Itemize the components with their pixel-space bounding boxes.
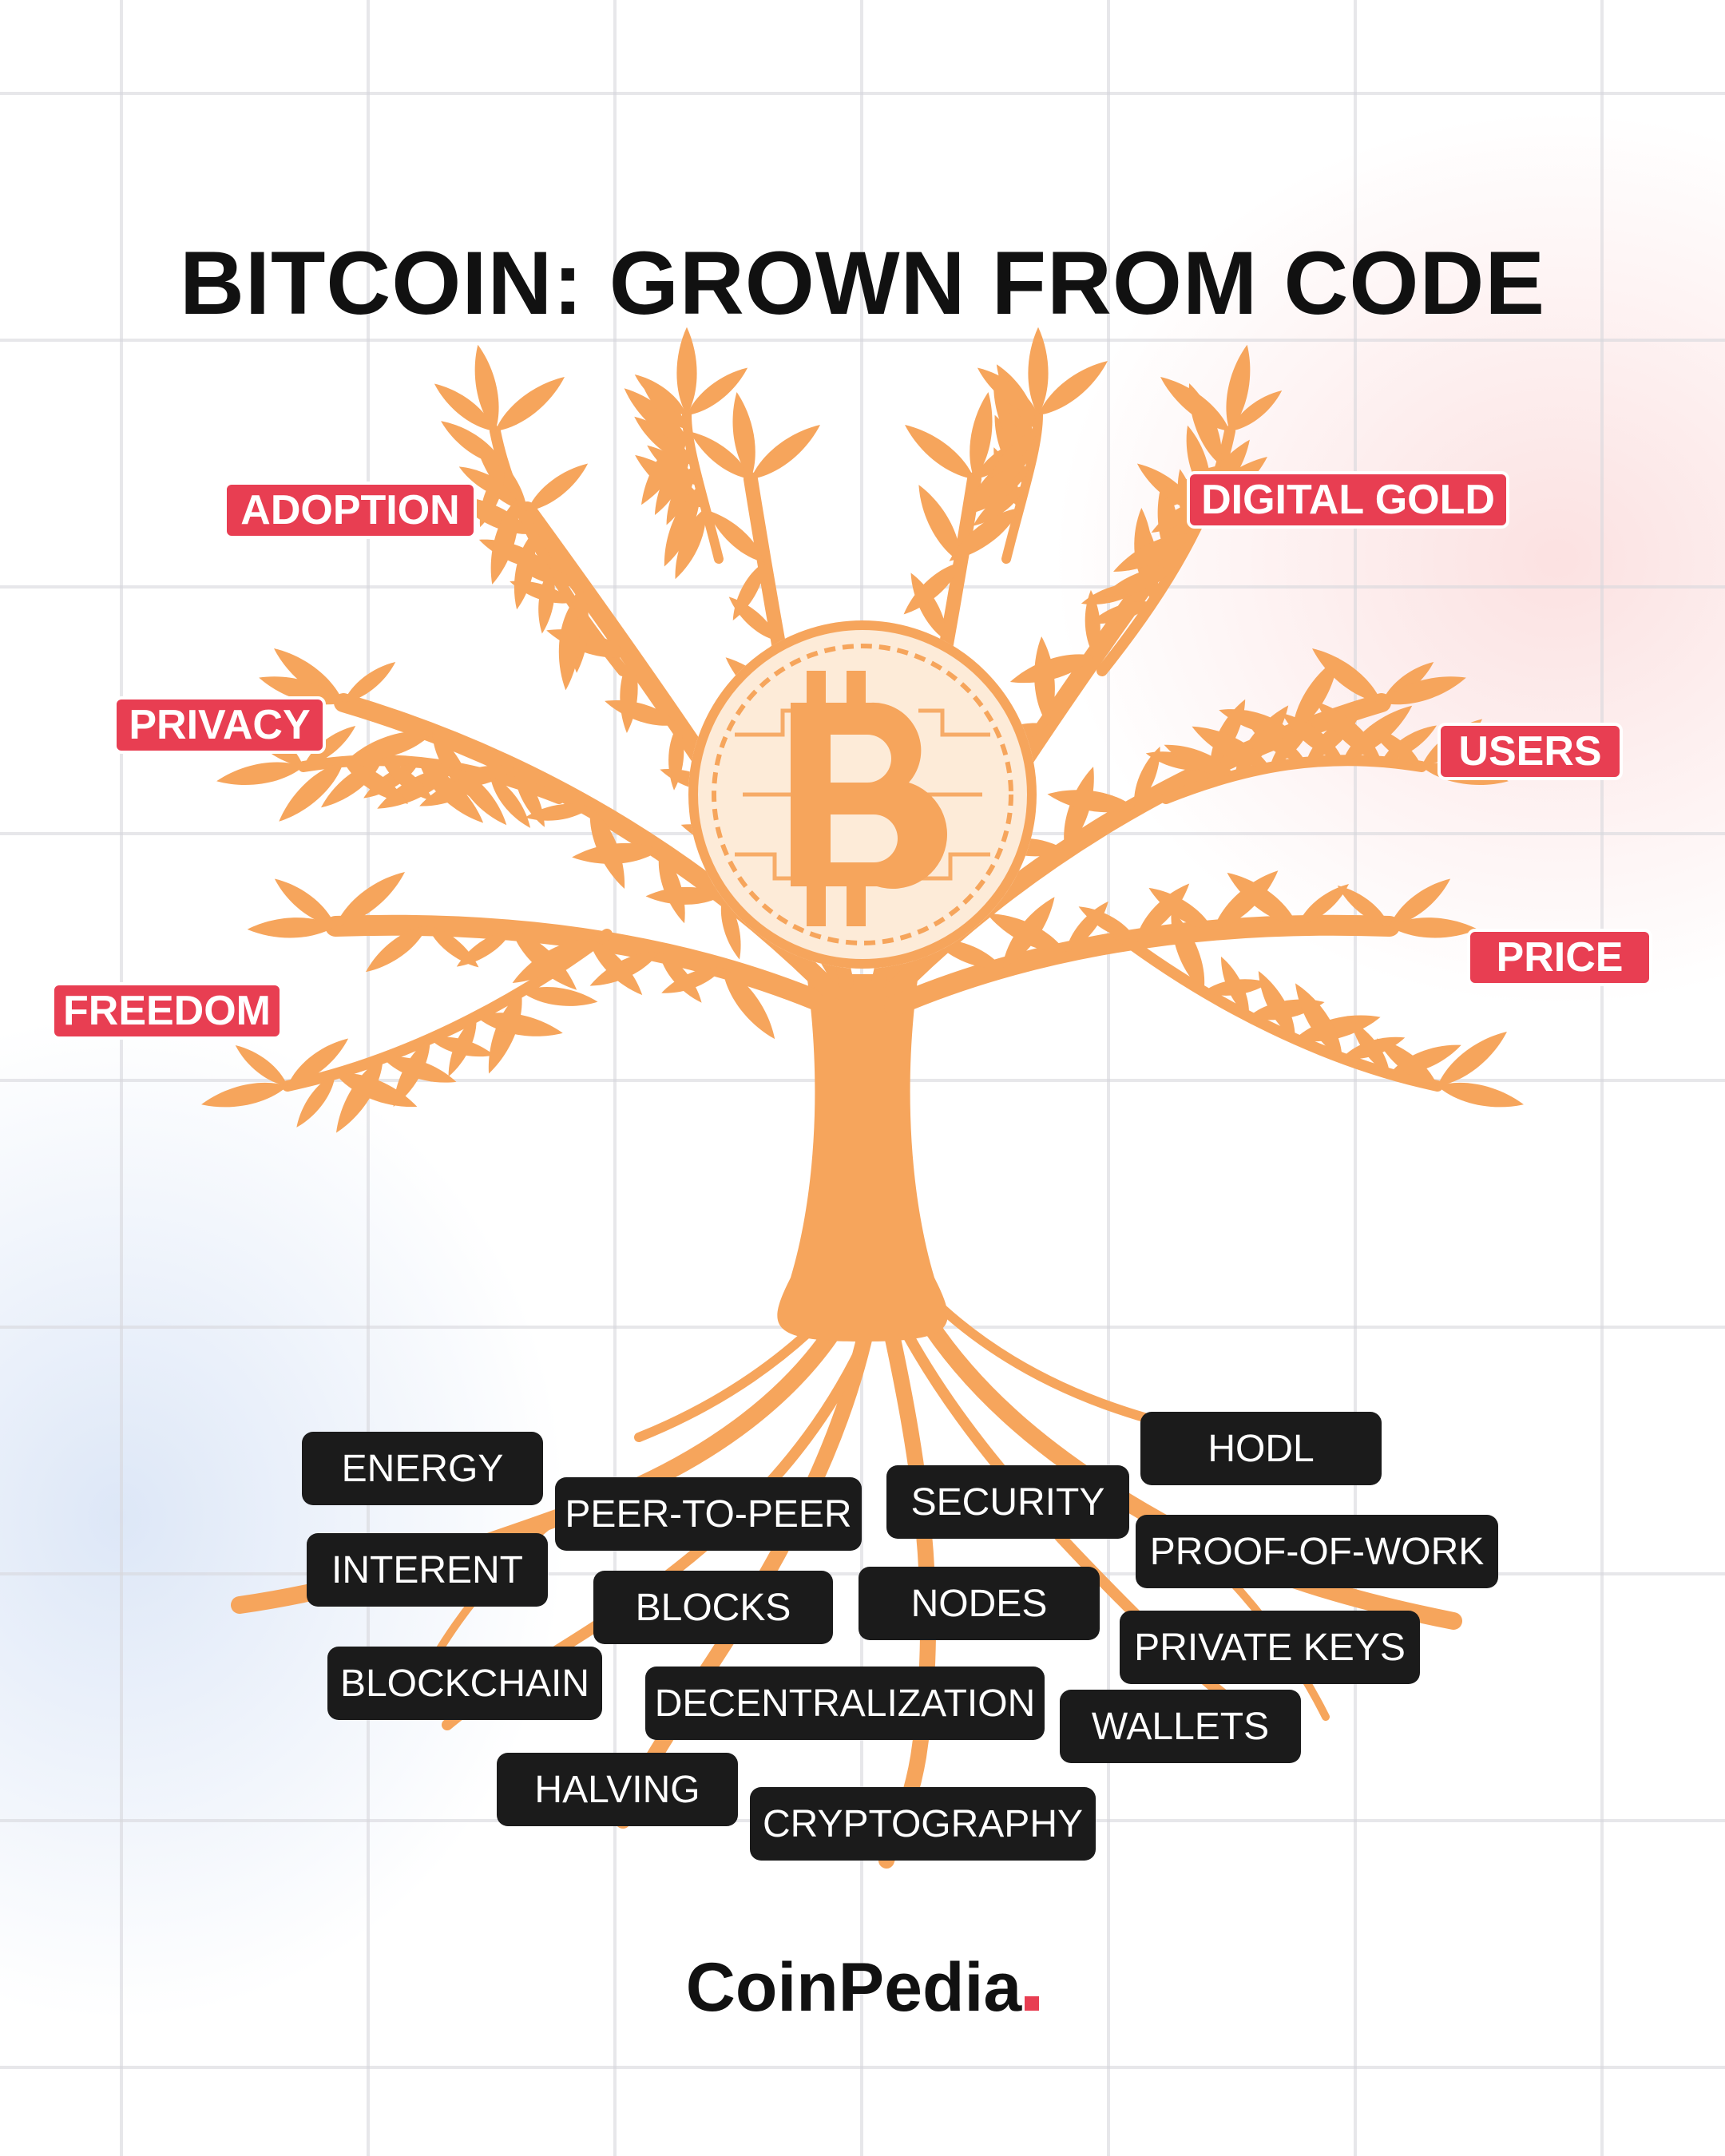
tag-energy: ENERGY [302, 1432, 543, 1505]
tree-leaf [676, 327, 697, 415]
tag-freedom: FREEDOM [51, 982, 283, 1040]
bitcoin-icon [688, 620, 1037, 969]
tag-wallets: WALLETS [1060, 1690, 1301, 1763]
tag-security: SECURITY [886, 1465, 1129, 1539]
tag-nodes: NODES [859, 1567, 1100, 1640]
tree-branch [682, 410, 724, 564]
tree-leaf [521, 456, 593, 518]
tag-interent: INTERENT [307, 1533, 548, 1607]
tree-leaf [744, 417, 827, 487]
tag-price: PRICE [1467, 929, 1652, 986]
page-title: BITCOIN: GROWN FROM CODE [179, 233, 1546, 333]
tree-leaf [489, 369, 571, 439]
tree-branch [1160, 755, 1427, 804]
tag-privacy: PRIVACY [113, 696, 326, 754]
tree-branch [325, 914, 841, 1017]
tree-branch [1001, 410, 1043, 564]
tree-leaf [898, 417, 981, 487]
tag-peer-to-peer: PEER-TO-PEER [555, 1477, 862, 1551]
tag-adoption: ADOPTION [224, 482, 477, 539]
tag-cryptography: CRYPTOGRAPHY [750, 1787, 1096, 1861]
tree-leaf [1028, 327, 1049, 415]
tag-blocks: BLOCKS [593, 1571, 833, 1644]
tree-leaf [1154, 369, 1236, 439]
tag-users: USERS [1438, 723, 1623, 780]
tag-hodl: HODL [1140, 1412, 1382, 1485]
tag-blockchain: BLOCKCHAIN [327, 1647, 602, 1720]
tree-branch [884, 914, 1400, 1017]
coinpedia-logo: CoinPedia [0, 1948, 1725, 2027]
tag-proof-of-work: PROOF-OF-WORK [1136, 1515, 1498, 1588]
tag-decentralization: DECENTRALIZATION [645, 1667, 1045, 1740]
tree-trunk [777, 974, 948, 1342]
tag-halving: HALVING [497, 1753, 738, 1826]
tree-branch [1112, 929, 1443, 1092]
tag-digital-gold: DIGITAL GOLD [1187, 471, 1509, 529]
tag-private-keys: PRIVATE KEYS [1120, 1611, 1420, 1684]
